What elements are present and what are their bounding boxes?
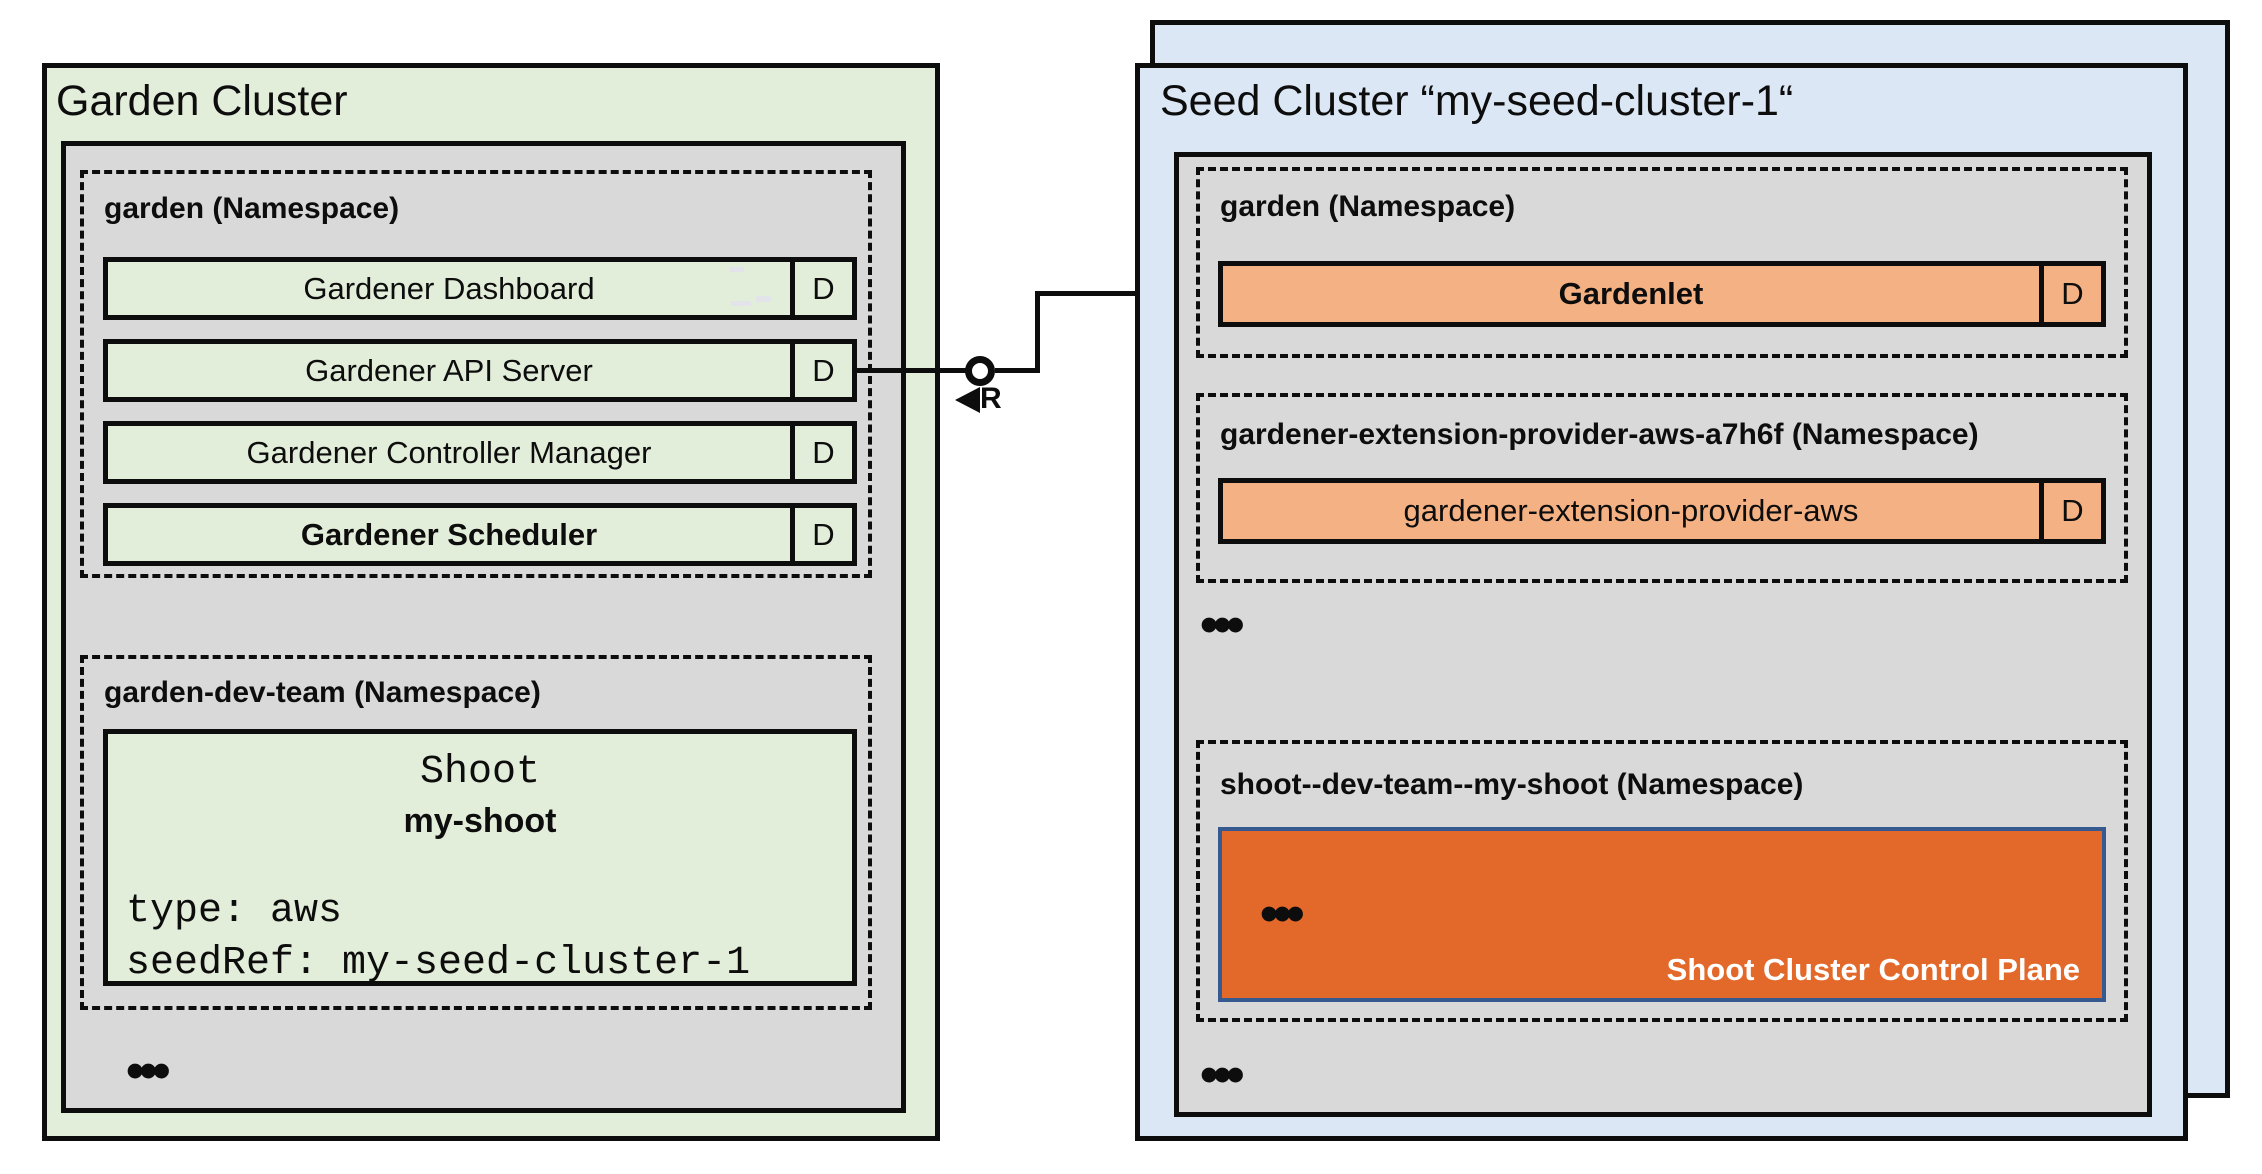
artifact-dash	[730, 267, 744, 272]
component-row-extension-provider-aws: gardener-extension-provider-aws D	[1218, 478, 2106, 544]
shoot-spec: type: aws seedRef: my-seed-cluster-1	[126, 889, 751, 986]
component-row-gardener-api-server: Gardener API Server D	[103, 339, 857, 402]
garden-namespace-box	[80, 170, 872, 578]
seed-garden-namespace-box	[1196, 167, 2128, 358]
ellipsis: •••	[126, 1042, 171, 1100]
seed-garden-namespace-label: garden (Namespace)	[1220, 190, 1516, 223]
ellipsis: •••	[1200, 596, 1245, 654]
shoot-kind: Shoot	[419, 750, 541, 795]
garden-namespace-label: garden (Namespace)	[104, 192, 400, 225]
shoot-name: my-shoot	[403, 802, 557, 840]
shoot-namespace-box	[1196, 740, 2128, 1022]
garden-cluster-title: Garden Cluster	[56, 77, 348, 125]
shoot-namespace-label: shoot--dev-team--my-shoot (Namespace)	[1220, 768, 1804, 801]
artifact-dash	[731, 301, 751, 306]
component-row-gardener-controller-manager: Gardener Controller Manager D	[103, 421, 857, 484]
component-label: Gardener Dashboard	[303, 270, 595, 306]
component-label: Gardener Scheduler	[300, 516, 598, 552]
component-row-gardenlet: Gardenlet D	[1218, 261, 2106, 327]
deployment-badge: D	[790, 344, 852, 397]
component-row-gardener-dashboard: Gardener Dashboard D	[103, 257, 857, 320]
component-label: Gardener API Server	[305, 352, 593, 388]
connector-line-segment	[855, 368, 967, 373]
reconcile-arrow-icon	[955, 387, 980, 413]
connector-line-segment	[1035, 291, 1222, 296]
deployment-badge: D	[2039, 266, 2101, 322]
extension-namespace-box	[1196, 393, 2128, 583]
component-label: gardener-extension-provider-aws	[1403, 493, 1859, 528]
reconcile-label: R	[980, 382, 1002, 415]
shoot-resource-box: Shoot my-shoot type: aws seedRef: my-see…	[103, 729, 857, 986]
ellipsis: •••	[1260, 885, 1305, 943]
connector-line-segment	[1035, 291, 1040, 373]
seed-cluster-title: Seed Cluster “my-seed-cluster-1“	[1160, 77, 1794, 125]
connector-circle	[965, 356, 995, 386]
extension-namespace-label: gardener-extension-provider-aws-a7h6f (N…	[1220, 418, 1979, 451]
garden-dev-team-namespace-box	[80, 655, 872, 1010]
ellipsis: •••	[1200, 1046, 1245, 1104]
shoot-control-plane-box: ••• Shoot Cluster Control Plane	[1218, 827, 2106, 1002]
connector-line-segment	[995, 368, 1040, 373]
shoot-control-plane-label: Shoot Cluster Control Plane	[1666, 952, 2080, 987]
component-label: Gardener Controller Manager	[246, 434, 652, 470]
garden-dev-team-namespace-label: garden-dev-team (Namespace)	[104, 676, 541, 709]
component-row-gardener-scheduler: Gardener Scheduler D	[103, 503, 857, 566]
deployment-badge: D	[790, 508, 852, 561]
deployment-badge: D	[790, 426, 852, 479]
artifact-dash	[756, 296, 771, 302]
deployment-badge: D	[790, 262, 852, 315]
deployment-badge: D	[2039, 483, 2101, 539]
component-label: Gardenlet	[1558, 276, 1704, 311]
